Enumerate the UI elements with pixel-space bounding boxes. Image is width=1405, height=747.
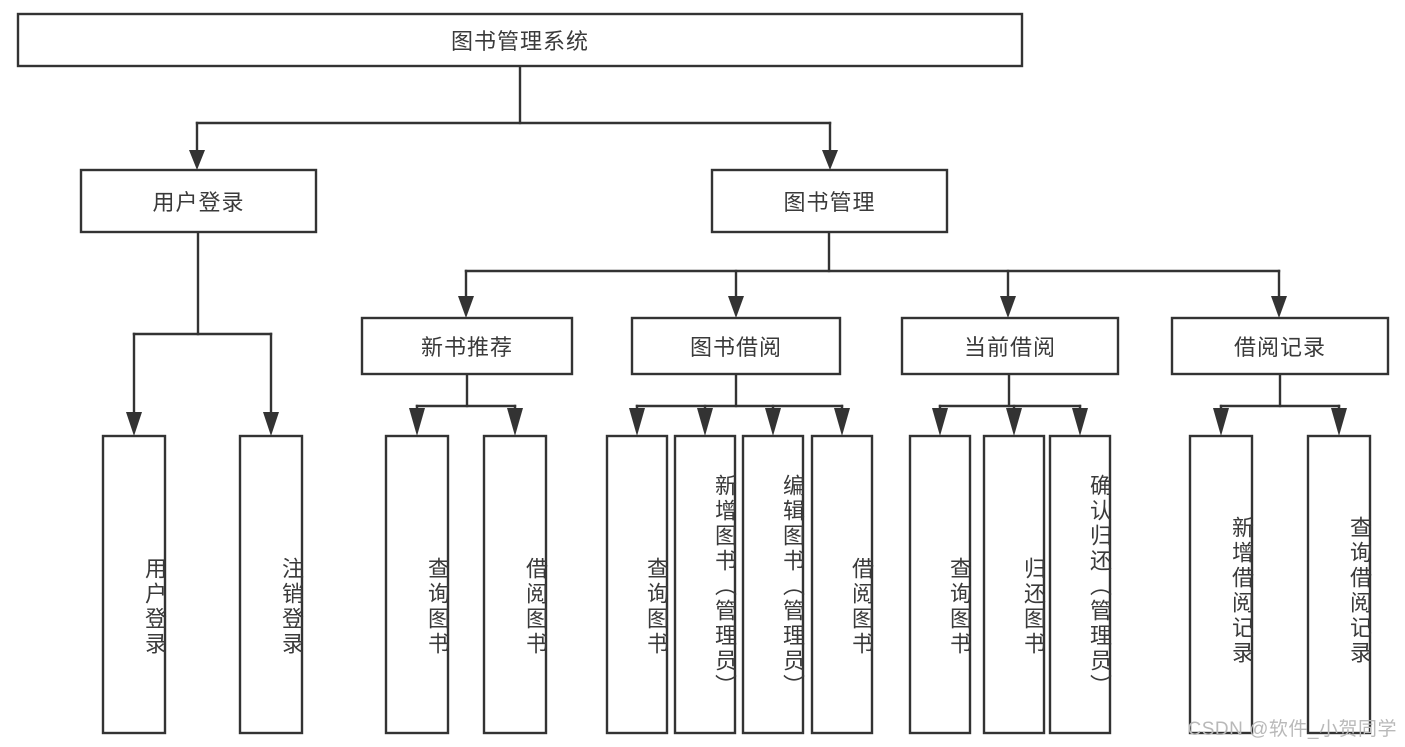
node-level2-user-login[interactable] [79,168,318,234]
node-level3-new-book-recommend[interactable] [360,316,574,376]
node-leaf-add-borrow-record[interactable] [1188,434,1254,735]
node-level3-current-borrow[interactable] [900,316,1120,376]
connector-records-to-leaves [1213,372,1347,436]
node-leaf-query-book-3[interactable] [908,434,972,735]
node-level3-borrow-records[interactable] [1170,316,1390,376]
connector-current-to-leaves [932,372,1088,436]
node-leaf-query-borrow-record[interactable] [1306,434,1372,735]
node-leaf-borrow-book-1[interactable] [482,434,548,735]
node-leaf-borrow-book-2[interactable] [810,434,874,735]
node-leaf-query-book-1[interactable] [384,434,450,735]
connector-borrow-to-leaves [629,372,850,436]
connector-root-to-level2 [189,64,838,170]
node-level2-book-management[interactable] [710,168,949,234]
node-leaf-return-book[interactable] [982,434,1046,735]
csdn-watermark: CSDN @软件_小贺同学 [1187,719,1397,740]
node-leaf-confirm-return-admin[interactable] [1048,434,1112,735]
node-leaf-add-book-admin[interactable] [673,434,737,735]
node-leaf-edit-book-admin[interactable] [741,434,805,735]
node-level3-book-borrow[interactable] [630,316,842,376]
connector-books-to-level3 [458,230,1287,318]
connector-newbooks-to-leaves [409,372,523,436]
node-leaf-query-book-2[interactable] [605,434,669,735]
node-leaf-logout[interactable] [238,434,304,735]
connector-login-to-leaves [126,230,279,436]
node-leaf-user-login[interactable] [101,434,167,735]
node-root[interactable] [16,12,1024,68]
